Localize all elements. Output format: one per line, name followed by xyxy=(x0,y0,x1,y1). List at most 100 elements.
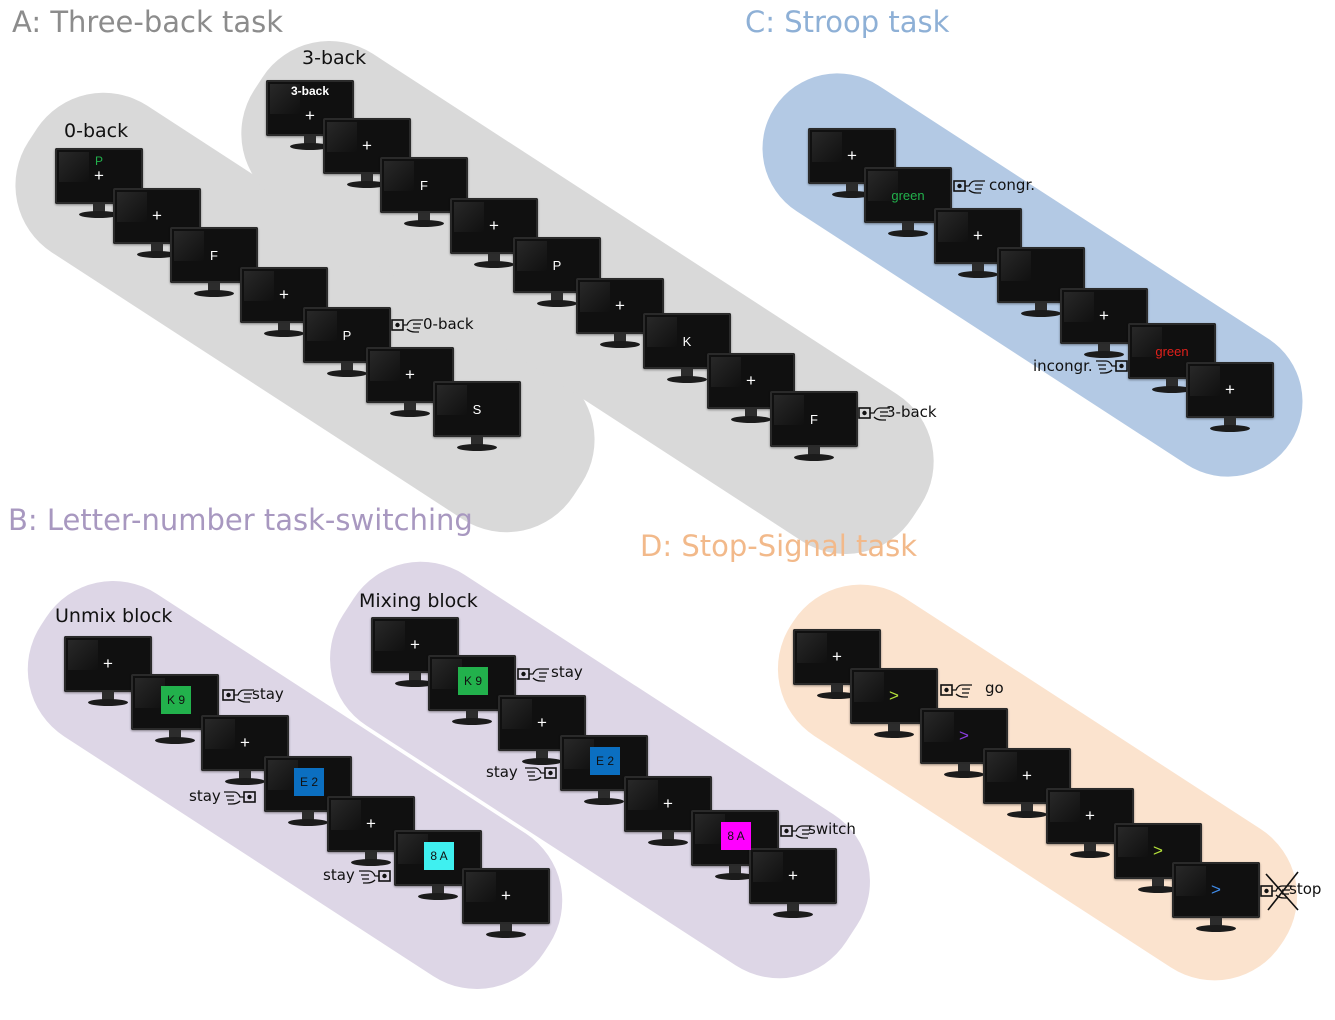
monitor-icon: P xyxy=(303,307,391,379)
stimulus-square: E 2 xyxy=(590,747,620,775)
stimulus-square: 8 A xyxy=(721,822,751,850)
stimulus: S xyxy=(472,401,482,417)
stimulus: P xyxy=(342,327,352,343)
stimulus-square: 8 A xyxy=(424,842,454,870)
title-stroop: C: Stroop task xyxy=(745,5,950,39)
monitor-icon: + xyxy=(498,695,586,767)
stimulus: + xyxy=(1085,806,1095,825)
stimulus-arrow: > xyxy=(889,686,899,705)
stimulus: + xyxy=(279,285,289,304)
stimulus-arrow: > xyxy=(1211,880,1221,899)
stimulus: + xyxy=(410,635,420,654)
monitor-icon: + xyxy=(793,629,881,701)
monitor-icon: + xyxy=(323,118,411,190)
stimulus: + xyxy=(973,226,983,245)
monitor-icon: + xyxy=(462,868,550,940)
monitor-icon: + xyxy=(749,848,837,920)
title-task-switching: B: Letter-number task-switching xyxy=(8,503,473,537)
response-label: stay xyxy=(551,663,583,681)
title-stop-signal: D: Stop-Signal task xyxy=(640,529,918,563)
stroop-word-incongruent: green xyxy=(1155,343,1189,359)
stimulus: + xyxy=(788,866,798,885)
stimulus: + xyxy=(1099,306,1109,325)
hand-pressing-button-icon xyxy=(780,825,812,839)
monitor-icon: F xyxy=(170,227,258,299)
monitor-icon: F xyxy=(770,391,858,463)
monitor-icon: + xyxy=(1060,288,1148,360)
response-label: 0-back xyxy=(423,315,474,333)
monitor-icon: green xyxy=(864,167,952,239)
monitor-icon: + xyxy=(576,278,664,350)
stimulus: + xyxy=(405,365,415,384)
stimulus: + xyxy=(537,713,547,732)
hand-pressing-button-icon xyxy=(224,791,256,805)
monitor-icon: + xyxy=(113,188,201,260)
hand-pressing-button-icon xyxy=(391,319,423,333)
stimulus: + xyxy=(832,647,842,666)
monitor-icon xyxy=(997,247,1085,319)
monitor-icon: + xyxy=(624,776,712,848)
response-label: switch xyxy=(808,820,856,838)
monitor-icon: E 2 xyxy=(264,756,352,828)
label-zero-back: 0-back xyxy=(64,120,129,142)
response-label: stay xyxy=(323,866,355,884)
monitor-icon: > xyxy=(1114,823,1202,895)
monitor-icon: + P xyxy=(55,148,143,220)
title-three-back: A: Three-back task xyxy=(12,5,284,39)
stimulus: + xyxy=(152,206,162,225)
label-unmix-block: Unmix block xyxy=(55,605,173,627)
hand-pressing-button-icon xyxy=(517,668,549,682)
stimulus: + xyxy=(847,146,857,165)
three-back-caption: 3-back xyxy=(290,84,330,98)
stimulus: + xyxy=(501,886,511,905)
stimulus: + xyxy=(240,733,250,752)
stimulus-square: K 9 xyxy=(458,667,488,695)
monitor-icon: + xyxy=(934,208,1022,280)
monitor-icon: + xyxy=(707,353,795,425)
monitor-icon: + xyxy=(371,617,459,689)
hand-pressing-button-icon xyxy=(940,684,972,698)
stimulus: F xyxy=(420,177,428,193)
stimulus: + xyxy=(362,136,372,155)
monitor-icon: green xyxy=(1128,323,1216,395)
monitor-icon: + xyxy=(1186,362,1274,434)
stimulus: P xyxy=(552,257,562,273)
monitor-icon: > xyxy=(850,668,938,740)
monitor-icon: 3-back + xyxy=(266,80,354,152)
monitor-icon: + xyxy=(366,347,454,419)
hand-pressing-button-icon xyxy=(858,407,890,421)
stimulus: F xyxy=(210,247,218,263)
crossed-out-hand-icon xyxy=(1260,871,1299,911)
monitor-icon: + xyxy=(1046,788,1134,860)
response-label: stay xyxy=(486,763,518,781)
monitor-icon: + xyxy=(808,128,896,200)
response-label: stay xyxy=(189,787,221,805)
task-diagram: A: Three-back task C: Stroop task B: Let… xyxy=(0,5,1332,1020)
hand-pressing-button-icon xyxy=(525,767,557,781)
monitor-icon: + xyxy=(327,796,415,868)
stimulus-square: E 2 xyxy=(294,768,324,796)
stimulus-arrow: > xyxy=(959,726,969,745)
stimulus: + xyxy=(746,371,756,390)
monitor-icon: K xyxy=(643,313,731,385)
hand-pressing-button-icon xyxy=(953,180,985,194)
stroop-word-congruent: green xyxy=(891,187,925,203)
monitor-icon: + xyxy=(983,748,1071,820)
stimulus: + xyxy=(1022,766,1032,785)
response-label: congr. xyxy=(989,176,1036,194)
response-label: stop xyxy=(1289,880,1322,898)
stimulus: + xyxy=(103,654,113,673)
monitor-icon: S xyxy=(433,381,521,453)
monitor-icon: P xyxy=(513,237,601,309)
monitor-icon: F xyxy=(380,157,468,229)
monitor-icon: + xyxy=(240,267,328,339)
stimulus-square: K 9 xyxy=(161,686,191,714)
stimulus: F xyxy=(810,411,818,427)
stimulus: + xyxy=(489,216,499,235)
response-label: 3-back xyxy=(886,403,937,421)
label-mixing-block: Mixing block xyxy=(359,590,478,612)
stimulus: + xyxy=(615,296,625,315)
monitor-icon: + xyxy=(64,636,152,708)
response-label: stay xyxy=(252,685,284,703)
hand-pressing-button-icon xyxy=(222,689,254,703)
